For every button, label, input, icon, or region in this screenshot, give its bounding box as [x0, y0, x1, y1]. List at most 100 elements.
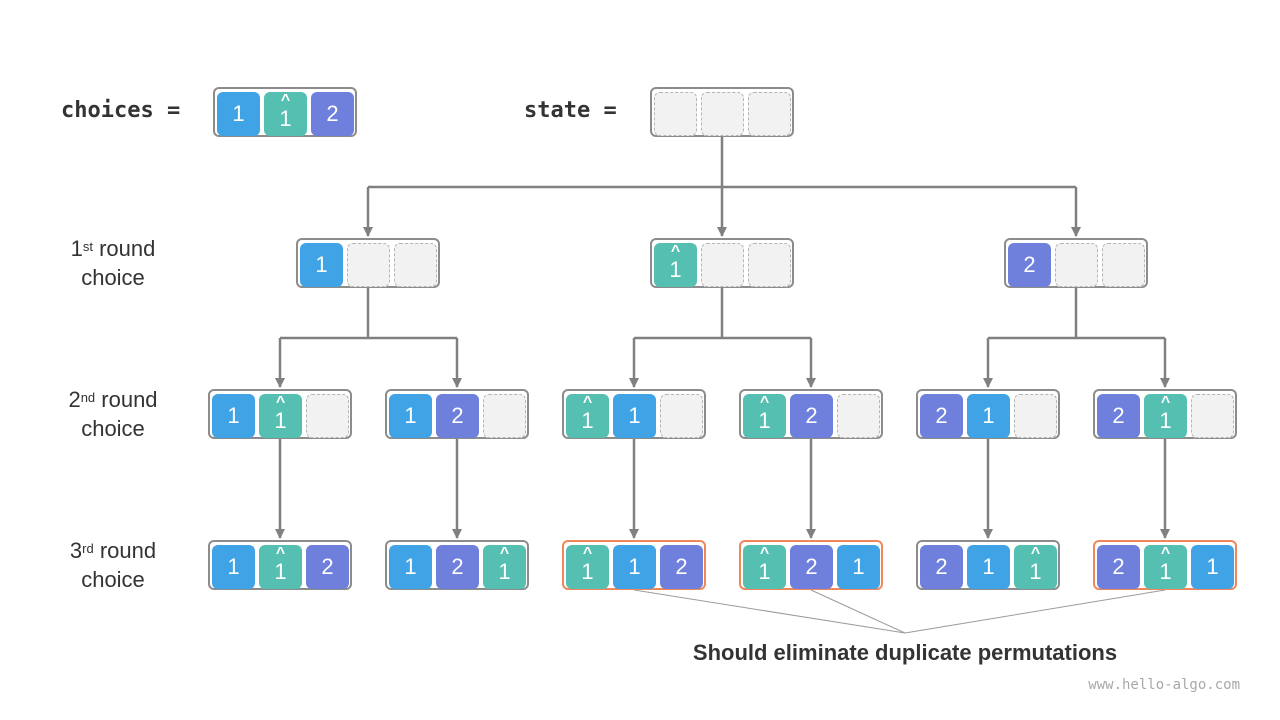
choices-label: choices =: [61, 98, 181, 123]
hat-marker-icon: ^: [499, 545, 510, 562]
annotation-line: [633, 589, 906, 634]
element-value: 1: [404, 403, 417, 428]
element-value: 1: [628, 403, 641, 428]
element-value: 1: [581, 408, 594, 433]
element-1: 1: [837, 545, 880, 589]
state-node-level-2: 1 ^1: [208, 389, 352, 439]
element-2: 2: [660, 545, 703, 589]
element-1-hat: ^1: [1014, 545, 1057, 589]
empty-slot: [654, 92, 697, 136]
element-2: 2: [436, 545, 479, 589]
state-node-level-3: ^1 1 2: [562, 540, 706, 590]
empty-slot: [347, 243, 390, 287]
element-1: 1: [389, 545, 432, 589]
hat-marker-icon: ^: [670, 243, 681, 260]
element-1: 1: [613, 394, 656, 438]
hat-marker-icon: ^: [759, 394, 770, 411]
element-value: 2: [321, 554, 334, 579]
hat-marker-icon: ^: [280, 92, 291, 109]
state-node-level-1: 1: [296, 238, 440, 288]
element-1: 1: [967, 394, 1010, 438]
element-value: 2: [451, 403, 464, 428]
element-2: 2: [790, 394, 833, 438]
duplicate-note: Should eliminate duplicate permutations: [692, 640, 1118, 665]
empty-slot: [394, 243, 437, 287]
hat-marker-icon: ^: [1160, 545, 1171, 562]
element-1: 1: [212, 545, 255, 589]
element-value: 1: [628, 554, 641, 579]
element-1-hat: ^1: [566, 545, 609, 589]
element-1: 1: [212, 394, 255, 438]
empty-slot: [483, 394, 526, 438]
element-value: 2: [675, 554, 688, 579]
element-2: 2: [306, 545, 349, 589]
element-value: 1: [1206, 554, 1219, 579]
hat-marker-icon: ^: [275, 394, 286, 411]
element-1-hat: ^1: [1144, 394, 1187, 438]
element-1-hat: ^1: [1144, 545, 1187, 589]
element-value: 1: [669, 257, 682, 282]
element-value: 2: [1112, 554, 1125, 579]
hat-marker-icon: ^: [582, 545, 593, 562]
element-value: 2: [805, 554, 818, 579]
empty-slot: [837, 394, 880, 438]
element-1-hat: ^1: [566, 394, 609, 438]
empty-slot: [660, 394, 703, 438]
hat-marker-icon: ^: [759, 545, 770, 562]
element-value: 1: [232, 101, 245, 126]
state-node-level-2: 2 ^1: [1093, 389, 1237, 439]
element-value: 1: [227, 403, 240, 428]
element-2: 2: [790, 545, 833, 589]
empty-slot: [701, 243, 744, 287]
empty-slot: [1014, 394, 1057, 438]
empty-slot: [1102, 243, 1145, 287]
element-2: 2: [1097, 545, 1140, 589]
element-2: 2: [436, 394, 479, 438]
hat-marker-icon: ^: [582, 394, 593, 411]
state-node-level-1: ^1: [650, 238, 794, 288]
element-2: 2: [920, 545, 963, 589]
element-value: 1: [852, 554, 865, 579]
element-value: 2: [805, 403, 818, 428]
element-value: 2: [451, 554, 464, 579]
hat-marker-icon: ^: [275, 545, 286, 562]
element-1: 1: [217, 92, 260, 136]
state-label: state =: [524, 98, 617, 123]
element-1: 1: [613, 545, 656, 589]
element-1: 1: [1191, 545, 1234, 589]
hat-marker-icon: ^: [1160, 394, 1171, 411]
element-value: 2: [1023, 252, 1036, 277]
empty-slot: [306, 394, 349, 438]
empty-slot: [701, 92, 744, 136]
element-value: 1: [1029, 559, 1042, 584]
element-1: 1: [300, 243, 343, 287]
element-2: 2: [1008, 243, 1051, 287]
element-2: 2: [1097, 394, 1140, 438]
state-node-level-3: 2 ^1 1: [1093, 540, 1237, 590]
state-node-level-1: 2: [1004, 238, 1148, 288]
element-value: 1: [982, 403, 995, 428]
element-value: 1: [758, 559, 771, 584]
element-1-hat: ^1: [264, 92, 307, 136]
element-value: 2: [1112, 403, 1125, 428]
element-value: 2: [326, 101, 339, 126]
element-1-hat: ^1: [259, 394, 302, 438]
element-value: 2: [935, 403, 948, 428]
element-value: 1: [274, 559, 287, 584]
element-value: 1: [227, 554, 240, 579]
annotation-line: [904, 589, 1166, 634]
element-1: 1: [967, 545, 1010, 589]
element-1-hat: ^1: [483, 545, 526, 589]
element-value: 1: [498, 559, 511, 584]
hat-marker-icon: ^: [1030, 545, 1041, 562]
element-1-hat: ^1: [743, 394, 786, 438]
empty-slot: [1055, 243, 1098, 287]
